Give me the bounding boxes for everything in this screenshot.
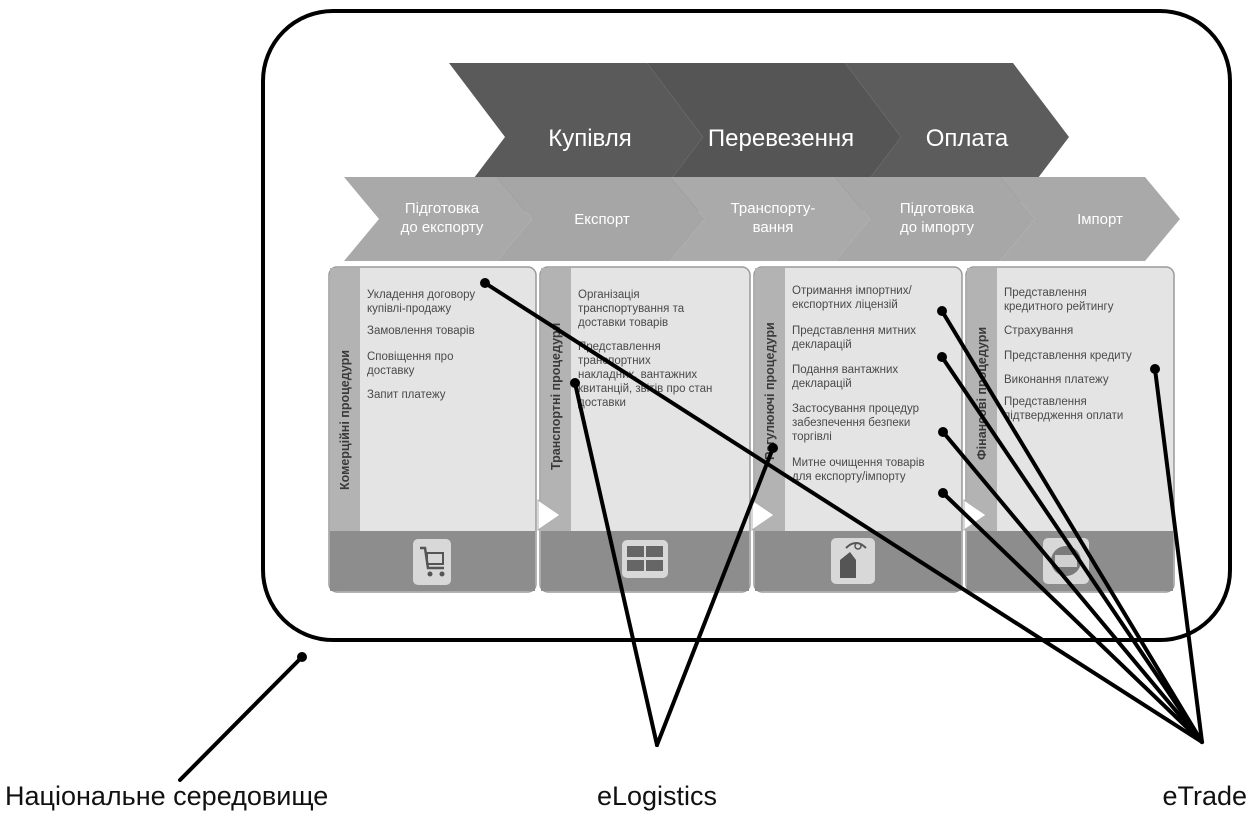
column-1-item-4a: Запит платежу <box>367 389 446 401</box>
sub-stage-label-3a: Транспорту- <box>731 200 816 217</box>
top-stage-label-3: Оплата <box>926 125 1009 152</box>
sub-stage-arrow-2 <box>497 177 705 261</box>
column-3-item-4a: Застосування процедур <box>792 403 919 415</box>
column-connector-2 <box>751 499 775 531</box>
line-national <box>178 655 304 782</box>
sub-stage-label-3b: вання <box>753 219 794 236</box>
column-2-item-1a: Організація <box>578 289 640 301</box>
column-3-item-1a: Отримання імпортних/ <box>792 285 912 297</box>
label-national-environment: Національне середовище <box>5 781 328 811</box>
sub-stage-label-2a: Експорт <box>574 211 630 228</box>
column-3-item-1b: експортних ліцензій <box>792 299 898 311</box>
column-2-item-2c: накладних, вантажних <box>578 369 697 381</box>
sub-stage-arrow-5 <box>1000 177 1180 261</box>
top-stage-label-2: Перевезення <box>708 125 854 152</box>
sub-stage-arrow-1 <box>344 177 532 261</box>
label-etrade: eTrade <box>1162 781 1247 811</box>
top-stage-arrow-2 <box>647 63 901 211</box>
line-etrade-2 <box>940 309 1204 744</box>
column-4-item-3a: Представлення кредиту <box>1004 350 1132 362</box>
column-1-item-2a: Замовлення товарів <box>367 325 475 337</box>
sub-stage-arrow-3 <box>670 177 870 261</box>
line-etrade-6 <box>1153 367 1204 744</box>
column-panel-1 <box>328 266 537 593</box>
sub-stage-label-5a: Імпорт <box>1077 211 1123 228</box>
column-panel-3 <box>753 266 963 593</box>
line-etrade-3 <box>940 355 1204 744</box>
line-elogistics-1 <box>573 381 659 747</box>
column-title-1: Комерційні процедури <box>338 350 352 490</box>
sub-stage-label-1a: Підготовка <box>405 200 480 217</box>
column-title-4: Фінансові процедури <box>975 327 989 460</box>
column-1-item-3a: Сповіщення про <box>367 351 453 363</box>
column-3-item-5a: Митне очищення товарів <box>792 457 925 469</box>
column-3-item-4c: торгівлі <box>792 431 832 443</box>
line-etrade-1 <box>483 281 1204 744</box>
column-4-item-5b: підтвердження оплати <box>1004 410 1123 422</box>
top-stage-label-1: Купівля <box>548 125 632 152</box>
top-stages: Купівля Перевезення Оплата <box>449 63 1069 211</box>
column-panel-2 <box>539 266 751 593</box>
column-4-item-1a: Представлення <box>1004 287 1087 299</box>
national-environment-frame <box>261 9 1232 642</box>
column-title-2: Транспортні процедури <box>549 323 563 470</box>
column-2-item-2a: Представлення <box>578 341 661 353</box>
label-elogistics: eLogistics <box>597 781 717 811</box>
column-3-item-2a: Представлення митних <box>792 325 916 337</box>
column-sidebar-3 <box>755 268 785 531</box>
column-2-item-2d: квитанцій, звітів про стан <box>578 383 712 395</box>
column-sidebar-1 <box>330 268 360 531</box>
column-3-item-3b: декларацій <box>792 378 852 390</box>
column-3-item-5b: для експорту/імпорту <box>792 471 906 483</box>
column-3-item-4b: забезпечення безпеки <box>792 417 910 429</box>
line-etrade-5 <box>941 491 1204 744</box>
column-sidebar-2 <box>541 268 571 531</box>
line-elogistics-2 <box>655 446 775 747</box>
column-4-item-2a: Страхування <box>1004 325 1073 337</box>
column-2-item-2b: транспортних <box>578 355 651 367</box>
sub-stage-label-4a: Підготовка <box>900 200 975 217</box>
column-2-item-1c: доставки товарів <box>578 317 668 329</box>
column-3-item-2b: декларацій <box>792 339 852 351</box>
leader-lines <box>178 281 1204 782</box>
sub-stages: Підготовка до експорту Експорт Транспорт… <box>344 177 1180 261</box>
column-3-item-3a: Подання вантажних <box>792 364 898 376</box>
shopping-cart-icon <box>413 539 451 585</box>
column-4-item-1b: кредитного рейтингу <box>1004 301 1114 313</box>
top-stage-arrow-3 <box>845 63 1069 211</box>
column-panel-4 <box>965 266 1175 593</box>
sub-stage-arrow-4 <box>835 177 1035 261</box>
sub-stage-label-4b: до імпорту <box>900 219 974 236</box>
column-4-item-5a: Представлення <box>1004 396 1087 408</box>
column-2-item-1b: транспортування та <box>578 303 685 315</box>
containers-icon <box>622 540 668 578</box>
column-4-item-4a: Виконання платежу <box>1004 374 1109 386</box>
procedure-columns: Комерційні процедури Транспортні процеду… <box>328 266 1175 593</box>
sub-stage-label-1b: до експорту <box>401 219 484 236</box>
line-etrade-4 <box>941 430 1204 744</box>
column-1-item-1b: купівлі-продажу <box>367 303 451 315</box>
top-stage-arrow-1 <box>449 63 703 211</box>
column-title-3: Регулюючі процедури <box>763 322 777 460</box>
column-2-item-2e: доставки <box>578 397 626 409</box>
hand-stamp-icon <box>831 538 875 584</box>
column-connector-1 <box>537 499 561 531</box>
column-1-item-3b: доставку <box>367 365 415 377</box>
column-1-item-1a: Укладення договору <box>367 289 475 301</box>
